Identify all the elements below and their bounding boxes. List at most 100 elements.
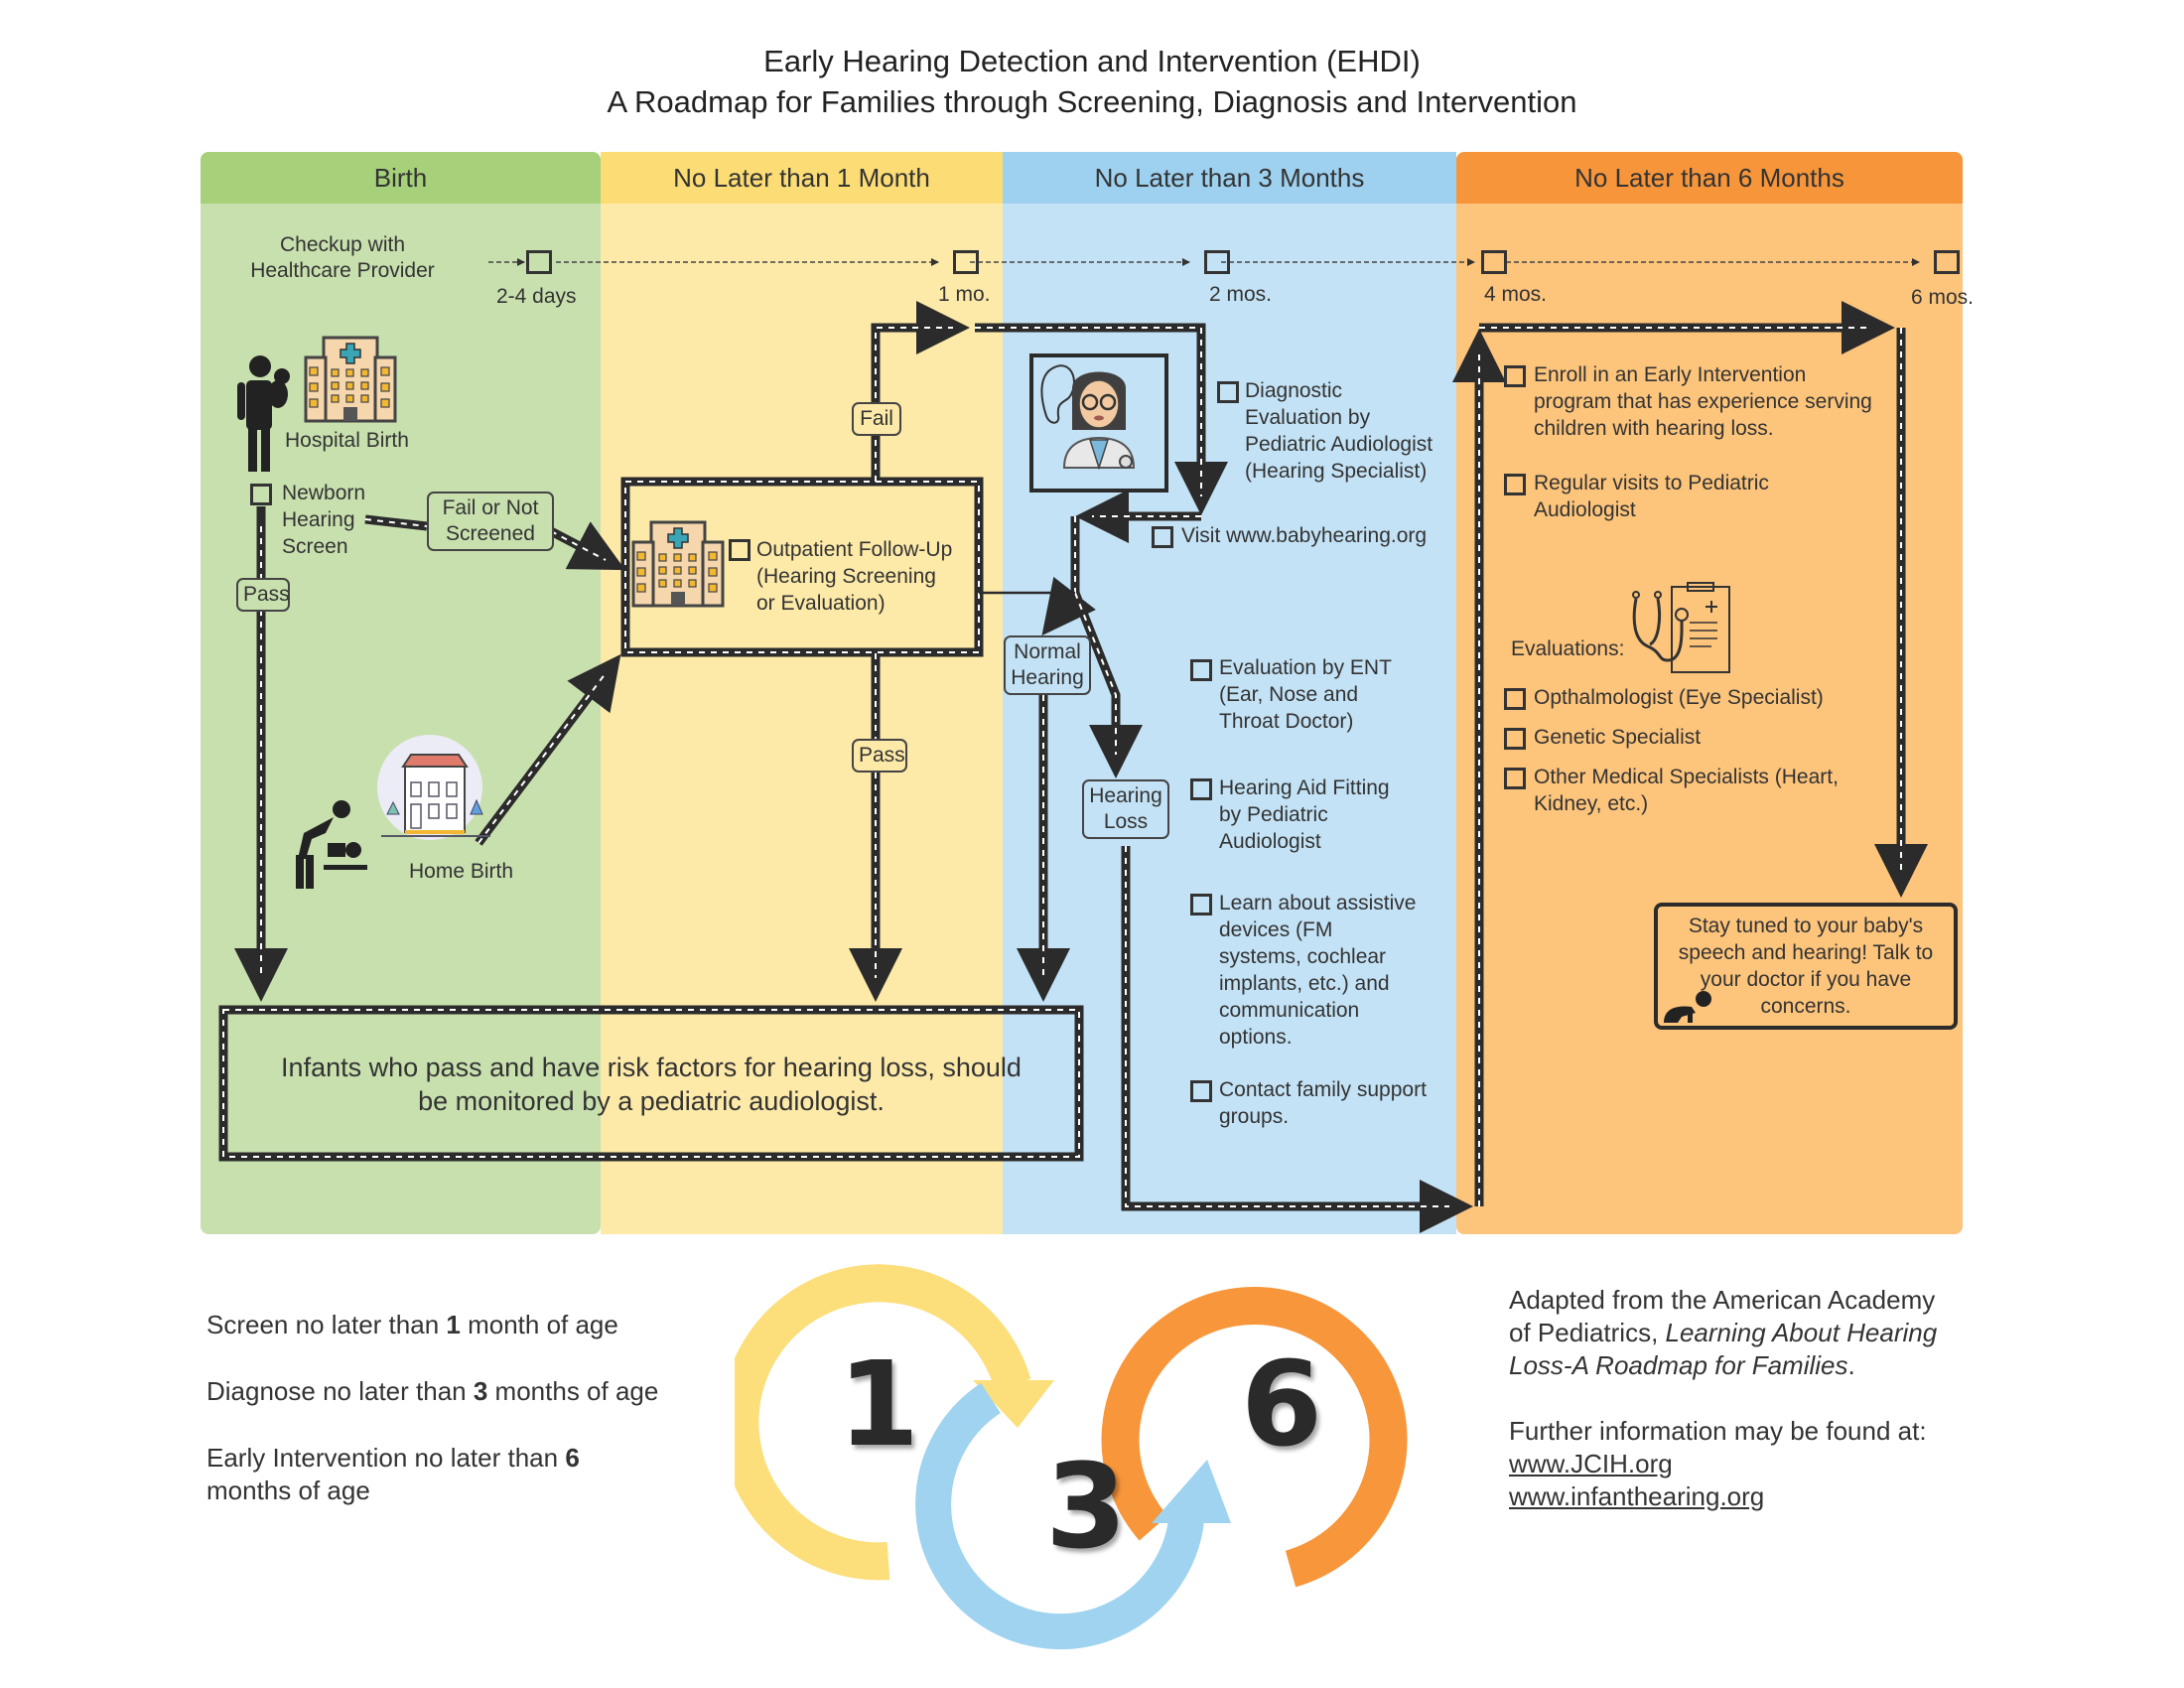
milestone-checkbox-2-4-days[interactable] bbox=[526, 250, 552, 274]
ent-checkbox[interactable] bbox=[1190, 659, 1212, 681]
newborn-screen-line-2: Hearing bbox=[282, 508, 355, 531]
enroll-ei-label: Enroll in an Early Intervention program … bbox=[1534, 361, 1872, 442]
credits-line-2: of Pediatrics, Learning About Hearing bbox=[1509, 1317, 1937, 1349]
evaluations-label: Evaluations: bbox=[1511, 637, 1625, 660]
blue-arrowhead bbox=[1152, 1460, 1231, 1523]
goal-diagnose-pre: Diagnose no later than bbox=[206, 1376, 474, 1406]
opthalmologist-label: Opthalmologist (Eye Specialist) bbox=[1534, 686, 1824, 709]
infanthearing-link[interactable]: www.infanthearing.org bbox=[1509, 1481, 1765, 1511]
one-month-pass-label: Pass bbox=[852, 739, 907, 773]
goal-intervention-num: 6 bbox=[565, 1443, 580, 1473]
fail-label-line-2: Screened bbox=[446, 522, 535, 545]
other-specialists-checkbox[interactable] bbox=[1504, 768, 1526, 789]
diagnostic-line-4: (Hearing Specialist) bbox=[1245, 460, 1428, 483]
goal-intervention-pre: Early Intervention no later than bbox=[206, 1443, 566, 1473]
credits-text: Adapted from the American Academy of Ped… bbox=[1509, 1284, 1937, 1513]
outpatient-hospital-icon bbox=[631, 520, 725, 608]
column-header-3-months: No Later than 3 Months bbox=[1003, 152, 1456, 204]
flow-paths bbox=[218, 301, 1928, 1233]
checkup-label: Checkup with Healthcare Provider bbox=[238, 232, 447, 284]
yellow-arrowhead bbox=[973, 1380, 1054, 1428]
genetic-specialist-checkbox[interactable] bbox=[1504, 728, 1526, 750]
goal-screen-pre: Screen no later than bbox=[206, 1310, 447, 1339]
family-support-line-2: groups. bbox=[1219, 1105, 1290, 1128]
column-header-1-month: No Later than 1 Month bbox=[601, 152, 1003, 204]
monitor-line-2: be monitored by a pediatric audiologist. bbox=[418, 1086, 885, 1116]
credits-line-2-plain: of Pediatrics, bbox=[1509, 1318, 1666, 1347]
ent-line-3: Throat Doctor) bbox=[1219, 710, 1354, 733]
credits-line-3: Loss-A Roadmap for Families. bbox=[1509, 1349, 1937, 1382]
goal-intervention-post: months of age bbox=[206, 1476, 370, 1505]
birth-pass-label: Pass bbox=[236, 578, 290, 612]
milestone-checkbox-6-mos[interactable] bbox=[1934, 250, 1960, 274]
enroll-line-1: Enroll in an Early Intervention bbox=[1534, 363, 1807, 386]
blue-arc bbox=[915, 1382, 1204, 1650]
stay-tuned-box: Stay tuned to your baby's speech and hea… bbox=[1654, 903, 1958, 1030]
regular-line-2: Audiologist bbox=[1534, 498, 1636, 521]
enroll-ei-checkbox[interactable] bbox=[1504, 365, 1526, 387]
family-support-checkbox[interactable] bbox=[1190, 1080, 1212, 1102]
one-month-fail-label: Fail bbox=[852, 402, 901, 436]
jcih-link[interactable]: www.JCIH.org bbox=[1509, 1449, 1673, 1478]
hearing-loss-line-2: Loss bbox=[1103, 810, 1149, 833]
ent-line-2: (Ear, Nose and bbox=[1219, 683, 1359, 706]
goal-intervention: Early Intervention no later than 6 months… bbox=[206, 1442, 580, 1507]
family-support-label: Contact family support groups. bbox=[1219, 1076, 1427, 1130]
column-header-birth: Birth bbox=[201, 152, 601, 204]
stay-tuned-line-4: concerns. bbox=[1760, 995, 1851, 1018]
logo-number-6: 6 bbox=[1241, 1336, 1323, 1473]
audiologist-icon bbox=[1040, 364, 1136, 471]
credits-line-3-end: . bbox=[1847, 1350, 1855, 1380]
hospital-icon bbox=[304, 336, 397, 423]
stethoscope-clipboard-icon bbox=[1632, 582, 1730, 673]
milestone-checkbox-1-mo[interactable] bbox=[953, 250, 979, 274]
milestone-label-2-4-days: 2-4 days bbox=[496, 285, 577, 308]
credits-line-3-italic: Loss-A Roadmap for Families bbox=[1509, 1350, 1848, 1380]
visit-babyhearing-link[interactable]: Visit www.babyhearing.org bbox=[1181, 524, 1428, 547]
genetic-specialist-label: Genetic Specialist bbox=[1534, 726, 1702, 749]
regular-visits-checkbox[interactable] bbox=[1504, 474, 1526, 495]
parent-holding-baby-icon bbox=[237, 355, 290, 472]
title-line-1: Early Hearing Detection and Intervention… bbox=[763, 44, 1421, 78]
logo-number-3: 3 bbox=[1045, 1438, 1128, 1575]
stay-tuned-line-2: speech and hearing! Talk to bbox=[1678, 941, 1934, 964]
monitor-box-text: Infants who pass and have risk factors f… bbox=[227, 1051, 1075, 1118]
credits-line-1: Adapted from the American Academy bbox=[1509, 1285, 1936, 1315]
monitor-line-1: Infants who pass and have risk factors f… bbox=[281, 1053, 1022, 1082]
stay-tuned-line-1: Stay tuned to your baby's bbox=[1688, 914, 1924, 937]
orange-arc bbox=[1101, 1287, 1408, 1588]
goal-diagnose-post: months of age bbox=[487, 1376, 659, 1406]
checkup-label-line-2: Healthcare Provider bbox=[250, 259, 435, 282]
hearing-loss-label: Hearing Loss bbox=[1082, 779, 1169, 839]
diagnostic-checkbox[interactable] bbox=[1217, 381, 1239, 403]
outpatient-line-1: Outpatient Follow-Up bbox=[756, 538, 953, 561]
hearing-aid-checkbox[interactable] bbox=[1190, 778, 1212, 800]
milestone-checkbox-2-mos[interactable] bbox=[1204, 250, 1230, 274]
diagnostic-line-2: Evaluation by bbox=[1245, 406, 1371, 429]
normal-hearing-label: Normal Hearing bbox=[1004, 635, 1091, 695]
milestone-label-1-mo: 1 mo. bbox=[938, 283, 991, 306]
column-6-months: No Later than 6 Months bbox=[1456, 152, 1963, 1234]
diagnostic-line-3: Pediatric Audiologist bbox=[1245, 433, 1433, 456]
house-icon bbox=[381, 754, 490, 837]
checkup-label-line-1: Checkup with bbox=[279, 233, 406, 256]
diagnostic-line-1: Diagnostic bbox=[1245, 379, 1343, 402]
newborn-screen-line-1: Newborn bbox=[282, 482, 366, 504]
outpatient-checkbox[interactable] bbox=[729, 539, 751, 561]
assistive-line-4: implants, etc.) and bbox=[1219, 972, 1390, 995]
goal-screen-post: month of age bbox=[460, 1310, 618, 1339]
ent-line-1: Evaluation by ENT bbox=[1219, 656, 1392, 679]
milestone-checkbox-4-mos[interactable] bbox=[1481, 250, 1507, 274]
ent-label: Evaluation by ENT (Ear, Nose and Throat … bbox=[1219, 654, 1392, 735]
outpatient-label: Outpatient Follow-Up (Hearing Screening … bbox=[756, 536, 952, 617]
newborn-screen-checkbox[interactable] bbox=[250, 484, 272, 505]
opthalmologist-checkbox[interactable] bbox=[1504, 688, 1526, 710]
further-info-label: Further information may be found at: bbox=[1509, 1416, 1927, 1446]
credits-line-2-italic: Learning About Hearing bbox=[1665, 1318, 1938, 1347]
goal-diagnose-num: 3 bbox=[473, 1376, 488, 1406]
assistive-devices-checkbox[interactable] bbox=[1190, 894, 1212, 915]
visit-babyhearing-checkbox[interactable] bbox=[1152, 526, 1173, 548]
other-specialists-line-1: Other Medical Specialists (Heart, bbox=[1534, 766, 1839, 788]
stay-tuned-line-3: your doctor if you have bbox=[1700, 968, 1912, 991]
